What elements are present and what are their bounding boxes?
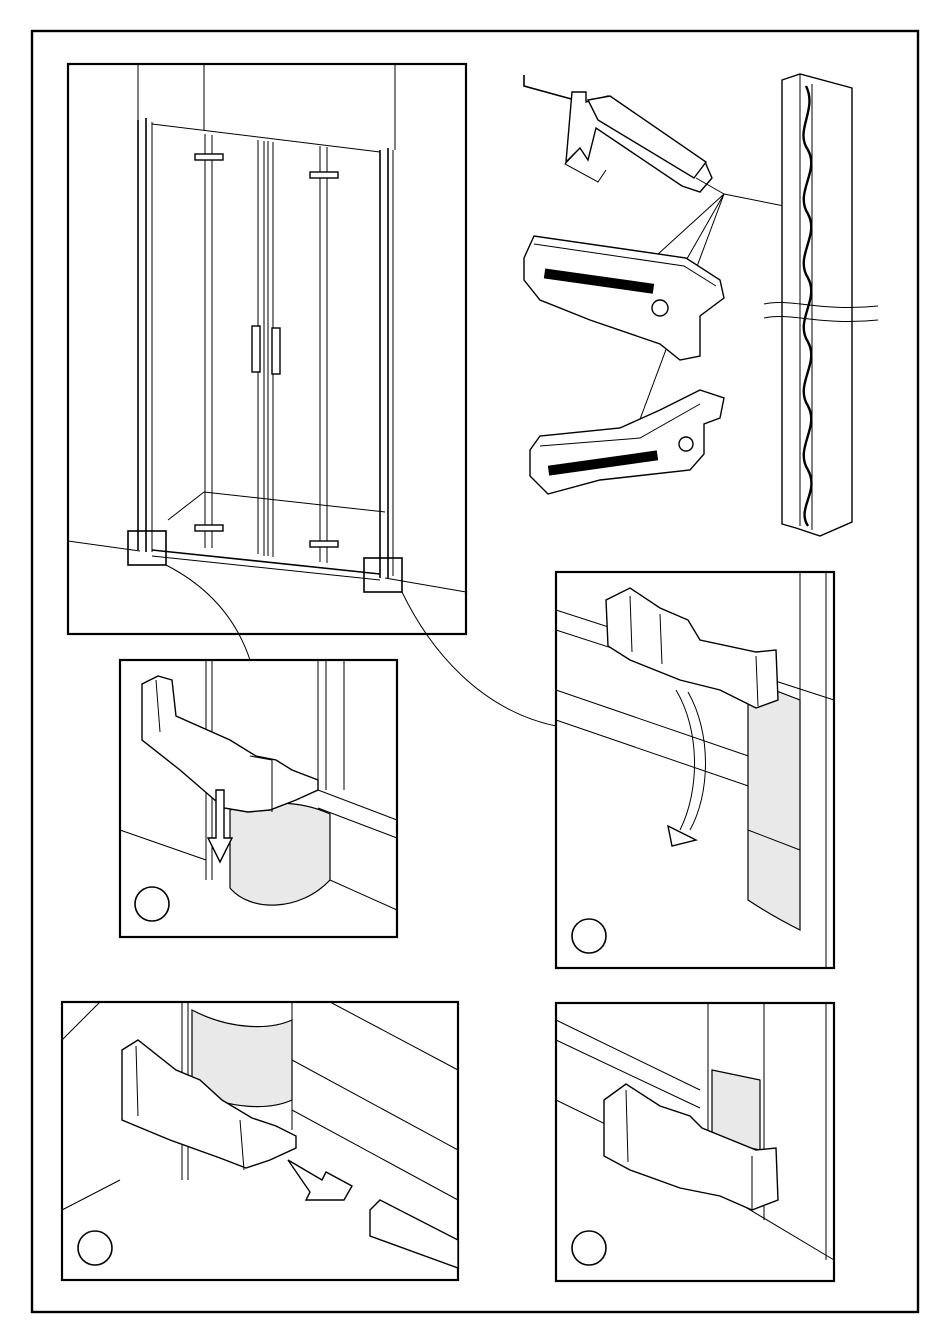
step4-panel xyxy=(556,1003,834,1281)
step3-panel xyxy=(62,1002,458,1280)
step2-panel xyxy=(556,572,834,968)
overview-panel xyxy=(68,64,466,634)
step1-panel xyxy=(120,660,397,937)
